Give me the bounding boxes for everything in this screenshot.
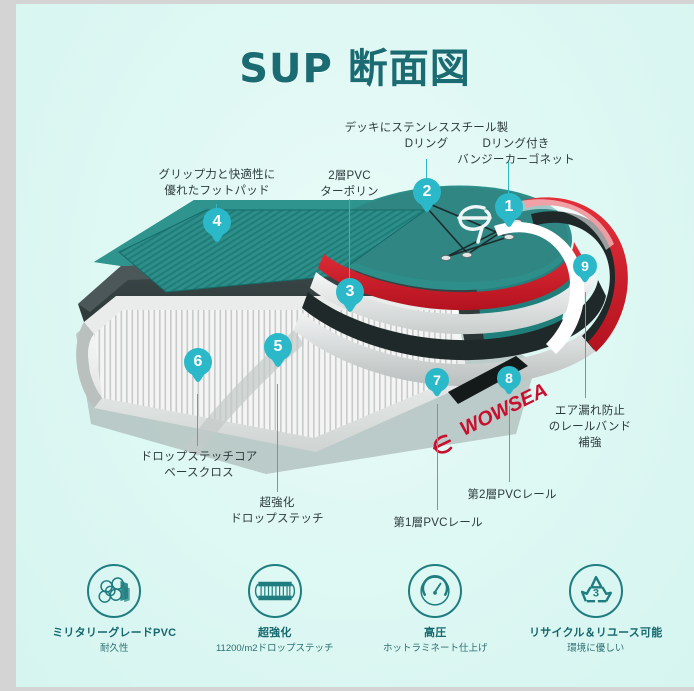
marker-pin-3[interactable]: 3 — [336, 278, 364, 316]
marker-pin-9[interactable]: 9 — [573, 254, 597, 287]
marker-number: 3 — [345, 283, 355, 300]
marker-pin-8[interactable]: 8 — [497, 366, 521, 399]
infographic-canvas: SUP 断面図 — [16, 4, 694, 687]
callout-label-8: 第2層PVCレール — [467, 489, 557, 501]
feature-item-military-grade-pvc: ミリタリーグレードPVC 耐久性 — [39, 564, 189, 656]
marker-pin-1[interactable]: 1 — [495, 193, 523, 231]
marker-number: 5 — [273, 338, 283, 355]
leader-line-9 — [585, 292, 586, 398]
leader-line-6 — [197, 394, 198, 446]
callout-label-6: ドロップステッチコア ベースクロス — [140, 451, 258, 479]
pvc-rolls-icon — [87, 564, 142, 618]
marker-pin-2[interactable]: 2 — [413, 178, 441, 216]
leader-line-1 — [508, 162, 509, 196]
feature-item-drop-stitch: 超強化 11200/m2ドロップステッチ — [200, 564, 350, 656]
feature-highlights-row: ミリタリーグレードPVC 耐久性 超強化 11200/m2ドロップス — [16, 564, 694, 674]
callout-label-7: 第1層PVCレール — [393, 517, 483, 529]
feature-item-recyclable: 3 リサイクル＆リユース可能 環境に優しい — [521, 564, 671, 656]
feature-title: リサイクル＆リユース可能 — [529, 627, 663, 639]
feature-item-high-pressure: 高圧 ホットラミネート仕上げ — [360, 564, 510, 656]
marker-pin-4[interactable]: 4 — [203, 208, 231, 246]
marker-number: 8 — [505, 370, 513, 386]
callout-label-1: Dリング付き バンジーカーゴネット — [457, 138, 575, 166]
callout-label-4: グリップ力と快適性に 優れたフットパッド — [158, 169, 276, 197]
svg-text:3: 3 — [593, 588, 599, 600]
leader-line-2 — [426, 159, 427, 181]
feature-title: ミリタリーグレードPVC — [52, 627, 177, 639]
leader-line-5 — [277, 384, 278, 492]
marker-pin-6[interactable]: 6 — [184, 348, 212, 386]
callout-label-5: 超強化 ドロップステッチ — [230, 497, 324, 525]
callout-label-3: 2層PVC ターポリン — [320, 170, 379, 198]
callout-label-9: エア漏れ防止 のレールバンド 補強 — [548, 405, 632, 449]
leader-line-8 — [509, 406, 510, 482]
drop-stitch-icon — [247, 564, 302, 618]
marker-pin-7[interactable]: 7 — [425, 368, 449, 401]
feature-title: 超強化 — [257, 627, 292, 639]
marker-number: 7 — [433, 372, 441, 388]
callout-label-2: デッキにステンレススチール製 Dリング — [344, 122, 509, 150]
recycle-icon: 3 — [568, 564, 623, 618]
marker-number: 2 — [422, 183, 432, 200]
marker-pin-5[interactable]: 5 — [264, 333, 292, 371]
leader-line-7 — [437, 404, 438, 510]
feature-subtitle: 耐久性 — [99, 643, 129, 655]
marker-number: 9 — [581, 258, 589, 274]
marker-number: 4 — [212, 213, 222, 230]
marker-number: 1 — [504, 198, 514, 215]
leader-line-3 — [349, 199, 350, 279]
pressure-gauge-icon — [408, 564, 463, 618]
feature-subtitle: 環境に優しい — [567, 643, 625, 655]
page-title: SUP 断面図 — [239, 46, 471, 92]
marker-number: 6 — [193, 353, 203, 370]
feature-subtitle: ホットラミネート仕上げ — [382, 643, 488, 655]
feature-subtitle: 11200/m2ドロップステッチ — [215, 643, 334, 655]
feature-title: 高圧 — [424, 627, 447, 639]
wowsea-e-deck-logo — [457, 205, 492, 244]
